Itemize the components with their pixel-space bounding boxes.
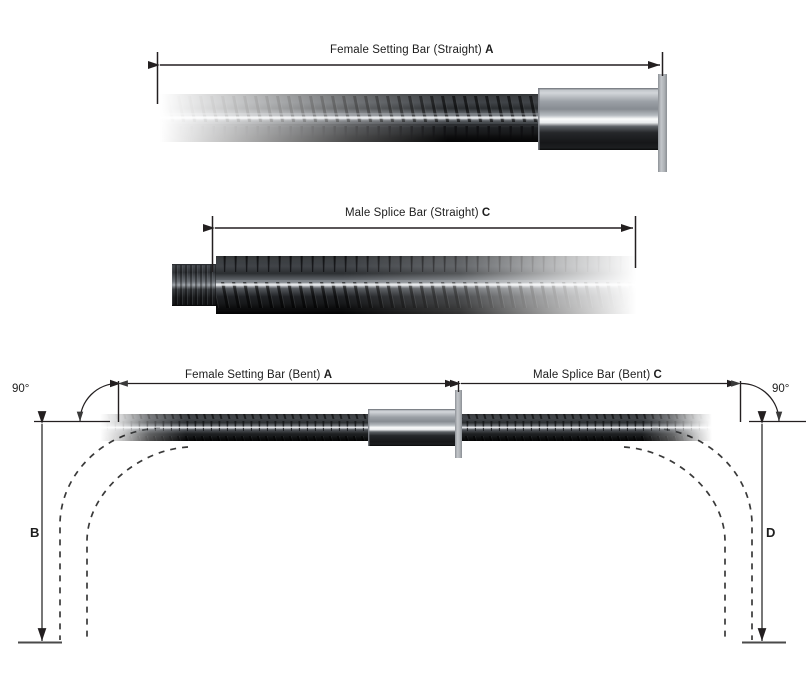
end-plate-fig1 (658, 74, 667, 172)
bent-curve-left (59, 427, 189, 640)
dimension-label-fig3-right: Male Splice Bar (Bent) C (533, 369, 662, 381)
angle-arc-left (76, 380, 128, 422)
rebar-bent-right (462, 414, 712, 441)
dimension-label-fig1: Female Setting Bar (Straight) A (330, 44, 494, 56)
figure-male-splice-bar-straight (172, 216, 637, 314)
angle-label-right: 90° (772, 383, 790, 395)
dimension-label-fig3-left: Female Setting Bar (Bent) A (185, 369, 333, 381)
rebar-fig1 (160, 94, 550, 142)
center-plate-fig3 (455, 390, 462, 458)
coupler-sleeve-fig3 (368, 409, 458, 446)
angle-arc-right (731, 380, 783, 422)
coupler-sleeve-fig1 (538, 88, 658, 150)
threaded-end-fig2 (172, 264, 220, 306)
figure-bent-assembly (18, 379, 806, 644)
rebar-fig2 (216, 256, 636, 314)
dimension-letter-d: D (766, 525, 776, 540)
angle-label-left: 90° (12, 383, 30, 395)
bent-curve-right (623, 427, 753, 640)
dimension-letter-b: B (30, 525, 40, 540)
figure-female-setting-bar-straight (147, 52, 667, 172)
dimension-label-fig2: Male Splice Bar (Straight) C (345, 207, 491, 219)
